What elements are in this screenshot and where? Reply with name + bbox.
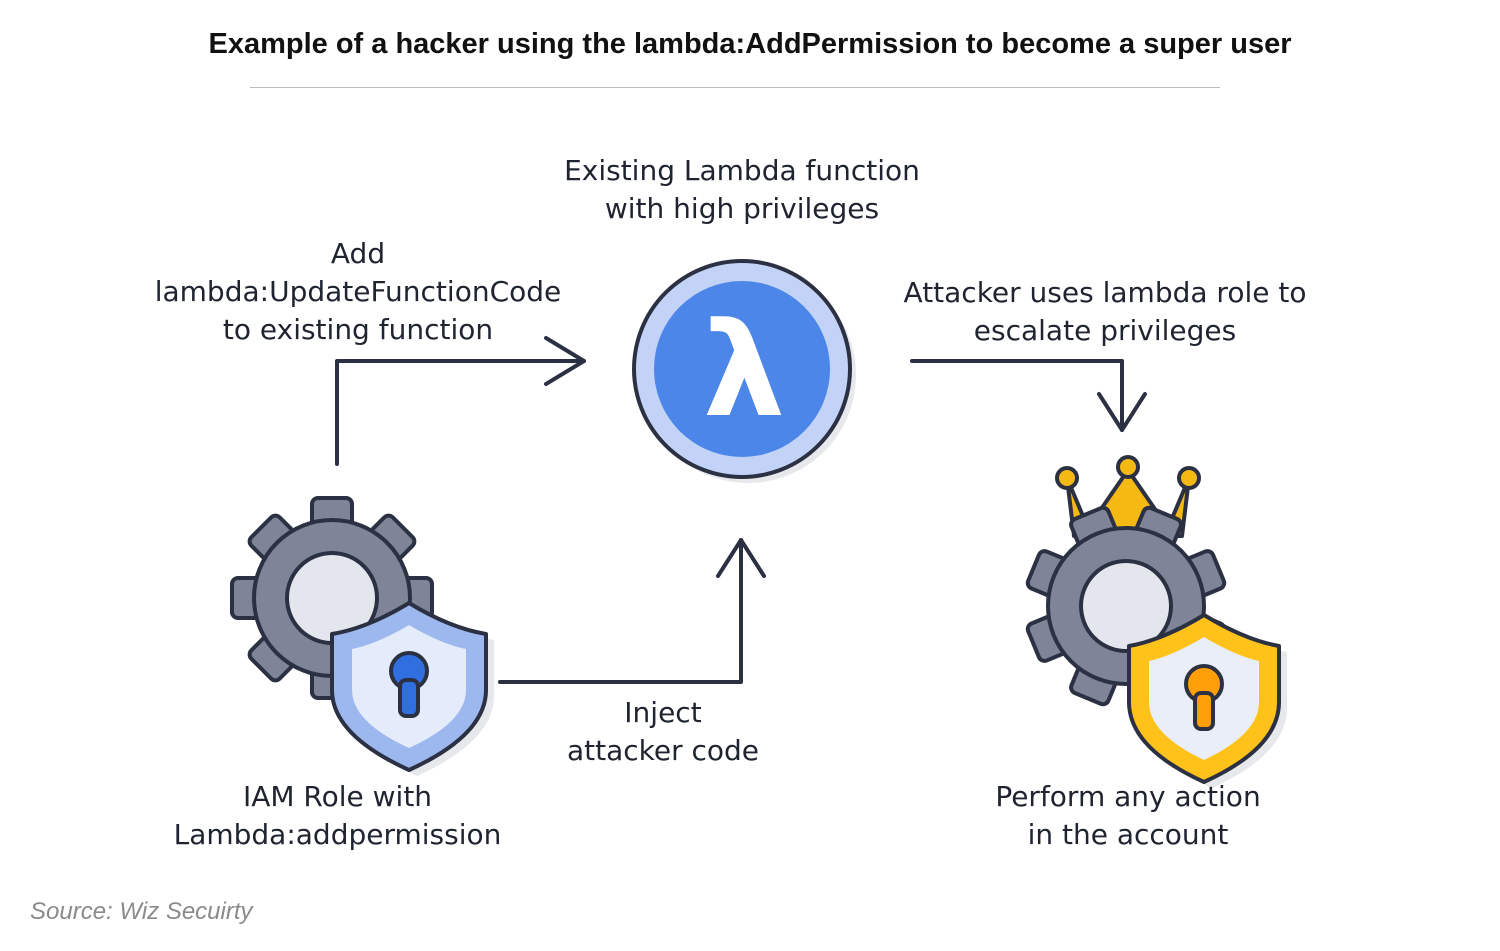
diagram-title: Example of a hacker using the lambda:Add… <box>208 28 1292 60</box>
lambda-symbol: λ <box>703 294 785 446</box>
iam-role-node-label: IAM Role with Lambda:addpermission <box>150 778 525 854</box>
update-code-label-line-3: to existing function <box>222 313 494 346</box>
super-user-label-line-1: Perform any action <box>995 780 1261 813</box>
arrow-inject <box>498 538 743 684</box>
super-user-node-label: Perform any action in the account <box>960 778 1296 854</box>
lambda-node-label: Existing Lambda function with high privi… <box>540 152 944 228</box>
arrow-escalate <box>910 359 1124 432</box>
iam-role-label-line-2: Lambda:addpermission <box>173 818 502 851</box>
update-code-label-line-2: lambda:UpdateFunctionCode <box>154 275 562 308</box>
escalate-label-line-2: escalate privileges <box>973 314 1237 347</box>
super-user-shield-lock-icon <box>1127 613 1287 788</box>
source-caption: Source: Wiz Secuirty <box>30 898 253 925</box>
iam-shield-lock-icon <box>330 601 494 776</box>
arrow-head-escalate <box>1097 392 1147 432</box>
update-code-label-line-1: Add <box>330 237 386 270</box>
inject-edge-label: Inject attacker code <box>540 694 786 770</box>
escalate-edge-label: Attacker uses lambda role to escalate pr… <box>880 274 1330 350</box>
arrow-head-update-code <box>544 336 586 386</box>
inject-label-line-1: Inject <box>624 696 702 729</box>
inject-label-line-2: attacker code <box>566 734 760 767</box>
lambda-icon: λ <box>632 259 856 483</box>
escalate-label-line-1: Attacker uses lambda role to <box>903 276 1307 309</box>
arrow-update-code <box>335 359 586 466</box>
title-divider <box>250 87 1220 88</box>
arrow-head-inject <box>716 538 766 578</box>
super-user-label-line-2: in the account <box>1027 818 1229 851</box>
lambda-label-line-1: Existing Lambda function <box>564 154 920 187</box>
update-code-edge-label: Add lambda:UpdateFunctionCode to existin… <box>128 235 588 349</box>
lambda-label-line-2: with high privileges <box>604 192 880 225</box>
iam-role-label-line-1: IAM Role with <box>242 780 433 813</box>
